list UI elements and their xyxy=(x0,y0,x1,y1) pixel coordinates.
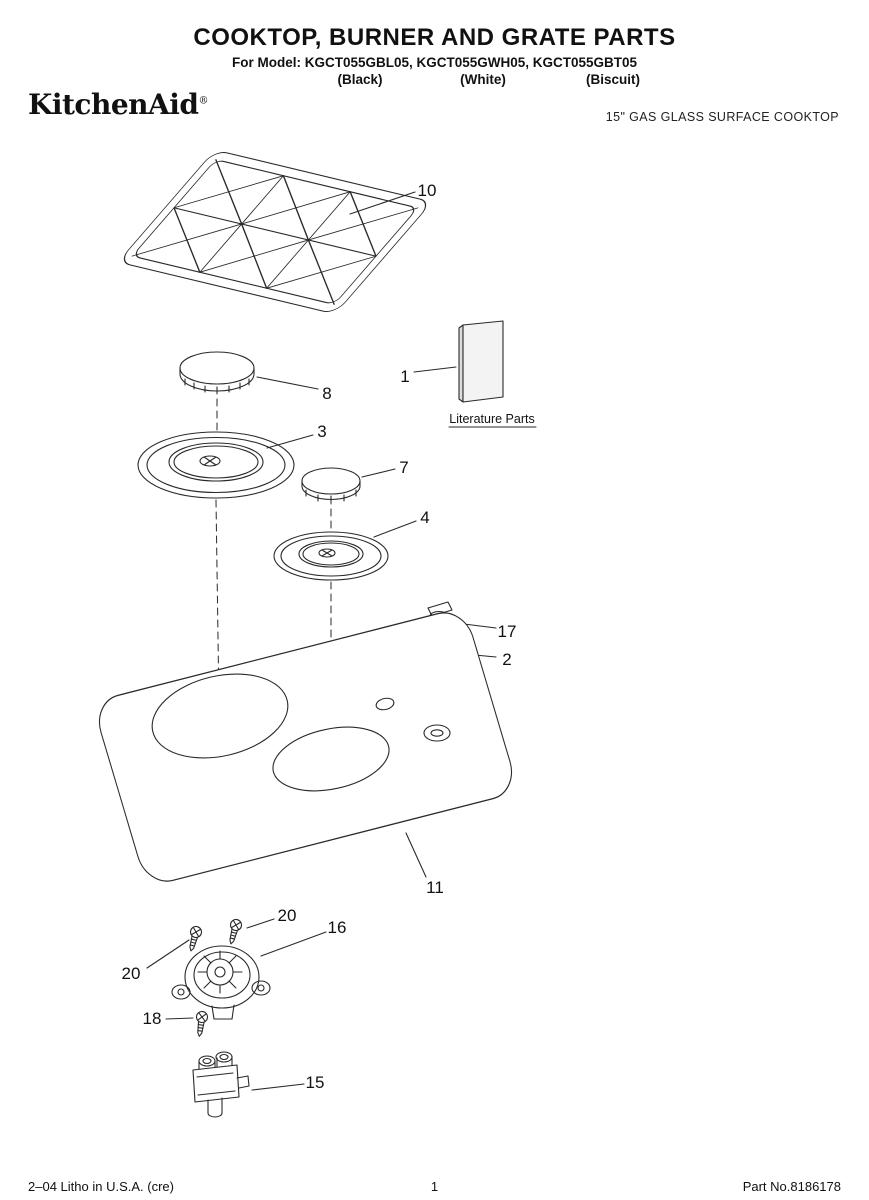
callout-3-label: 3 xyxy=(317,422,326,441)
callout-1-label: 1 xyxy=(400,367,409,386)
grate-part xyxy=(123,151,427,313)
callout-10-leader xyxy=(349,191,416,215)
callout-20a-leader xyxy=(246,918,275,929)
callout-11-leader xyxy=(405,832,427,878)
callout-7-label: 7 xyxy=(399,458,408,477)
screw-part-a xyxy=(185,924,204,953)
callout-16-leader xyxy=(260,931,327,957)
callout-18-label: 18 xyxy=(143,1009,162,1028)
callout-1-leader xyxy=(413,366,457,373)
callout-3-leader xyxy=(266,434,314,449)
literature-label: Literature Parts xyxy=(449,412,534,426)
callout-16-label: 16 xyxy=(328,918,347,937)
color-line: (Black) (White) (Biscuit) xyxy=(0,72,869,88)
callout-20b-label: 20 xyxy=(122,964,141,983)
footer-page-number: 1 xyxy=(430,1179,439,1194)
registered-mark: ® xyxy=(198,95,208,107)
brand-logo: KitchenAid® xyxy=(28,88,208,121)
callout-15-leader xyxy=(251,1083,305,1091)
color-label-black: (Black) xyxy=(337,72,383,87)
footer-litho-text: 2–04 Litho in U.S.A. (cre) xyxy=(28,1179,174,1194)
cooktop-part xyxy=(98,612,513,882)
callout-8-leader xyxy=(256,376,319,390)
valve-part xyxy=(192,1051,250,1118)
burner-ring-small-part xyxy=(273,531,389,581)
screw-part-b xyxy=(225,917,244,946)
burner-assembly-part xyxy=(171,945,271,1020)
callout-18-leader xyxy=(165,1017,194,1020)
burner-ring-large-part xyxy=(137,431,295,499)
footer-part-number: Part No.8186178 xyxy=(742,1179,841,1194)
color-label-biscuit: (Biscuit) xyxy=(586,72,640,87)
callout-17-label: 17 xyxy=(498,622,517,641)
model-line: For Model: KGCT055GBL05, KGCT055GWH05, K… xyxy=(231,55,638,70)
parts-diagram: 10 8 xyxy=(0,140,869,1185)
callout-4-label: 4 xyxy=(420,508,429,527)
callout-11-label: 11 xyxy=(426,878,444,897)
page-title: COOKTOP, BURNER AND GRATE PARTS xyxy=(193,24,676,51)
literature-part xyxy=(458,320,504,403)
callout-10-label: 10 xyxy=(418,181,437,200)
callout-4-leader xyxy=(373,520,417,538)
callout-20a-label: 20 xyxy=(278,906,297,925)
brand-text: KitchenAid xyxy=(28,88,199,121)
callout-20b-leader xyxy=(146,939,190,969)
callout-15-label: 15 xyxy=(306,1073,325,1092)
color-label-white: (White) xyxy=(460,72,506,87)
callout-2-label: 2 xyxy=(502,650,511,669)
callout-8-label: 8 xyxy=(322,384,331,403)
callout-7-leader xyxy=(361,468,396,478)
product-subtitle: 15" GAS GLASS SURFACE COOKTOP xyxy=(605,110,839,124)
screw-part-c xyxy=(193,1010,209,1038)
